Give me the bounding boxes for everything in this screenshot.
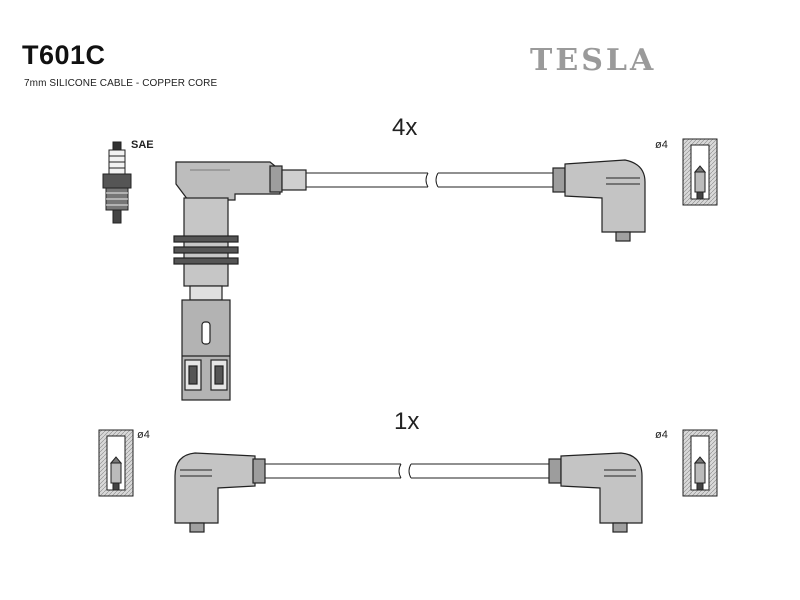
part-number-title: T601C (22, 40, 106, 70)
terminal-connector-icon-top-right (682, 138, 718, 206)
brand-logo: TESLA (530, 43, 657, 78)
spark-plug-boot-straight (173, 161, 307, 401)
angled-boot-bottom-right (548, 452, 643, 533)
terminal-diameter-label-bottom-left: ø4 (137, 429, 150, 441)
coil-boot-angled-top-right (552, 159, 646, 242)
angled-boot-bottom-left (174, 452, 266, 533)
terminal-diameter-label-top-right: ø4 (655, 139, 668, 151)
terminal-connector-icon-bottom-left (98, 429, 134, 497)
top-cable-quantity: 4x (392, 114, 418, 141)
bottom-cable-quantity: 1x (394, 408, 420, 435)
terminal-connector-icon-bottom-right (682, 429, 718, 497)
top-cable (306, 172, 553, 188)
cable-description: 7mm SILICONE CABLE - COPPER CORE (24, 78, 218, 89)
bottom-cable (265, 463, 549, 479)
spark-plug-type-label: SAE (131, 139, 154, 151)
spark-plug-icon (102, 141, 132, 224)
terminal-diameter-label-bottom-right: ø4 (655, 429, 668, 441)
